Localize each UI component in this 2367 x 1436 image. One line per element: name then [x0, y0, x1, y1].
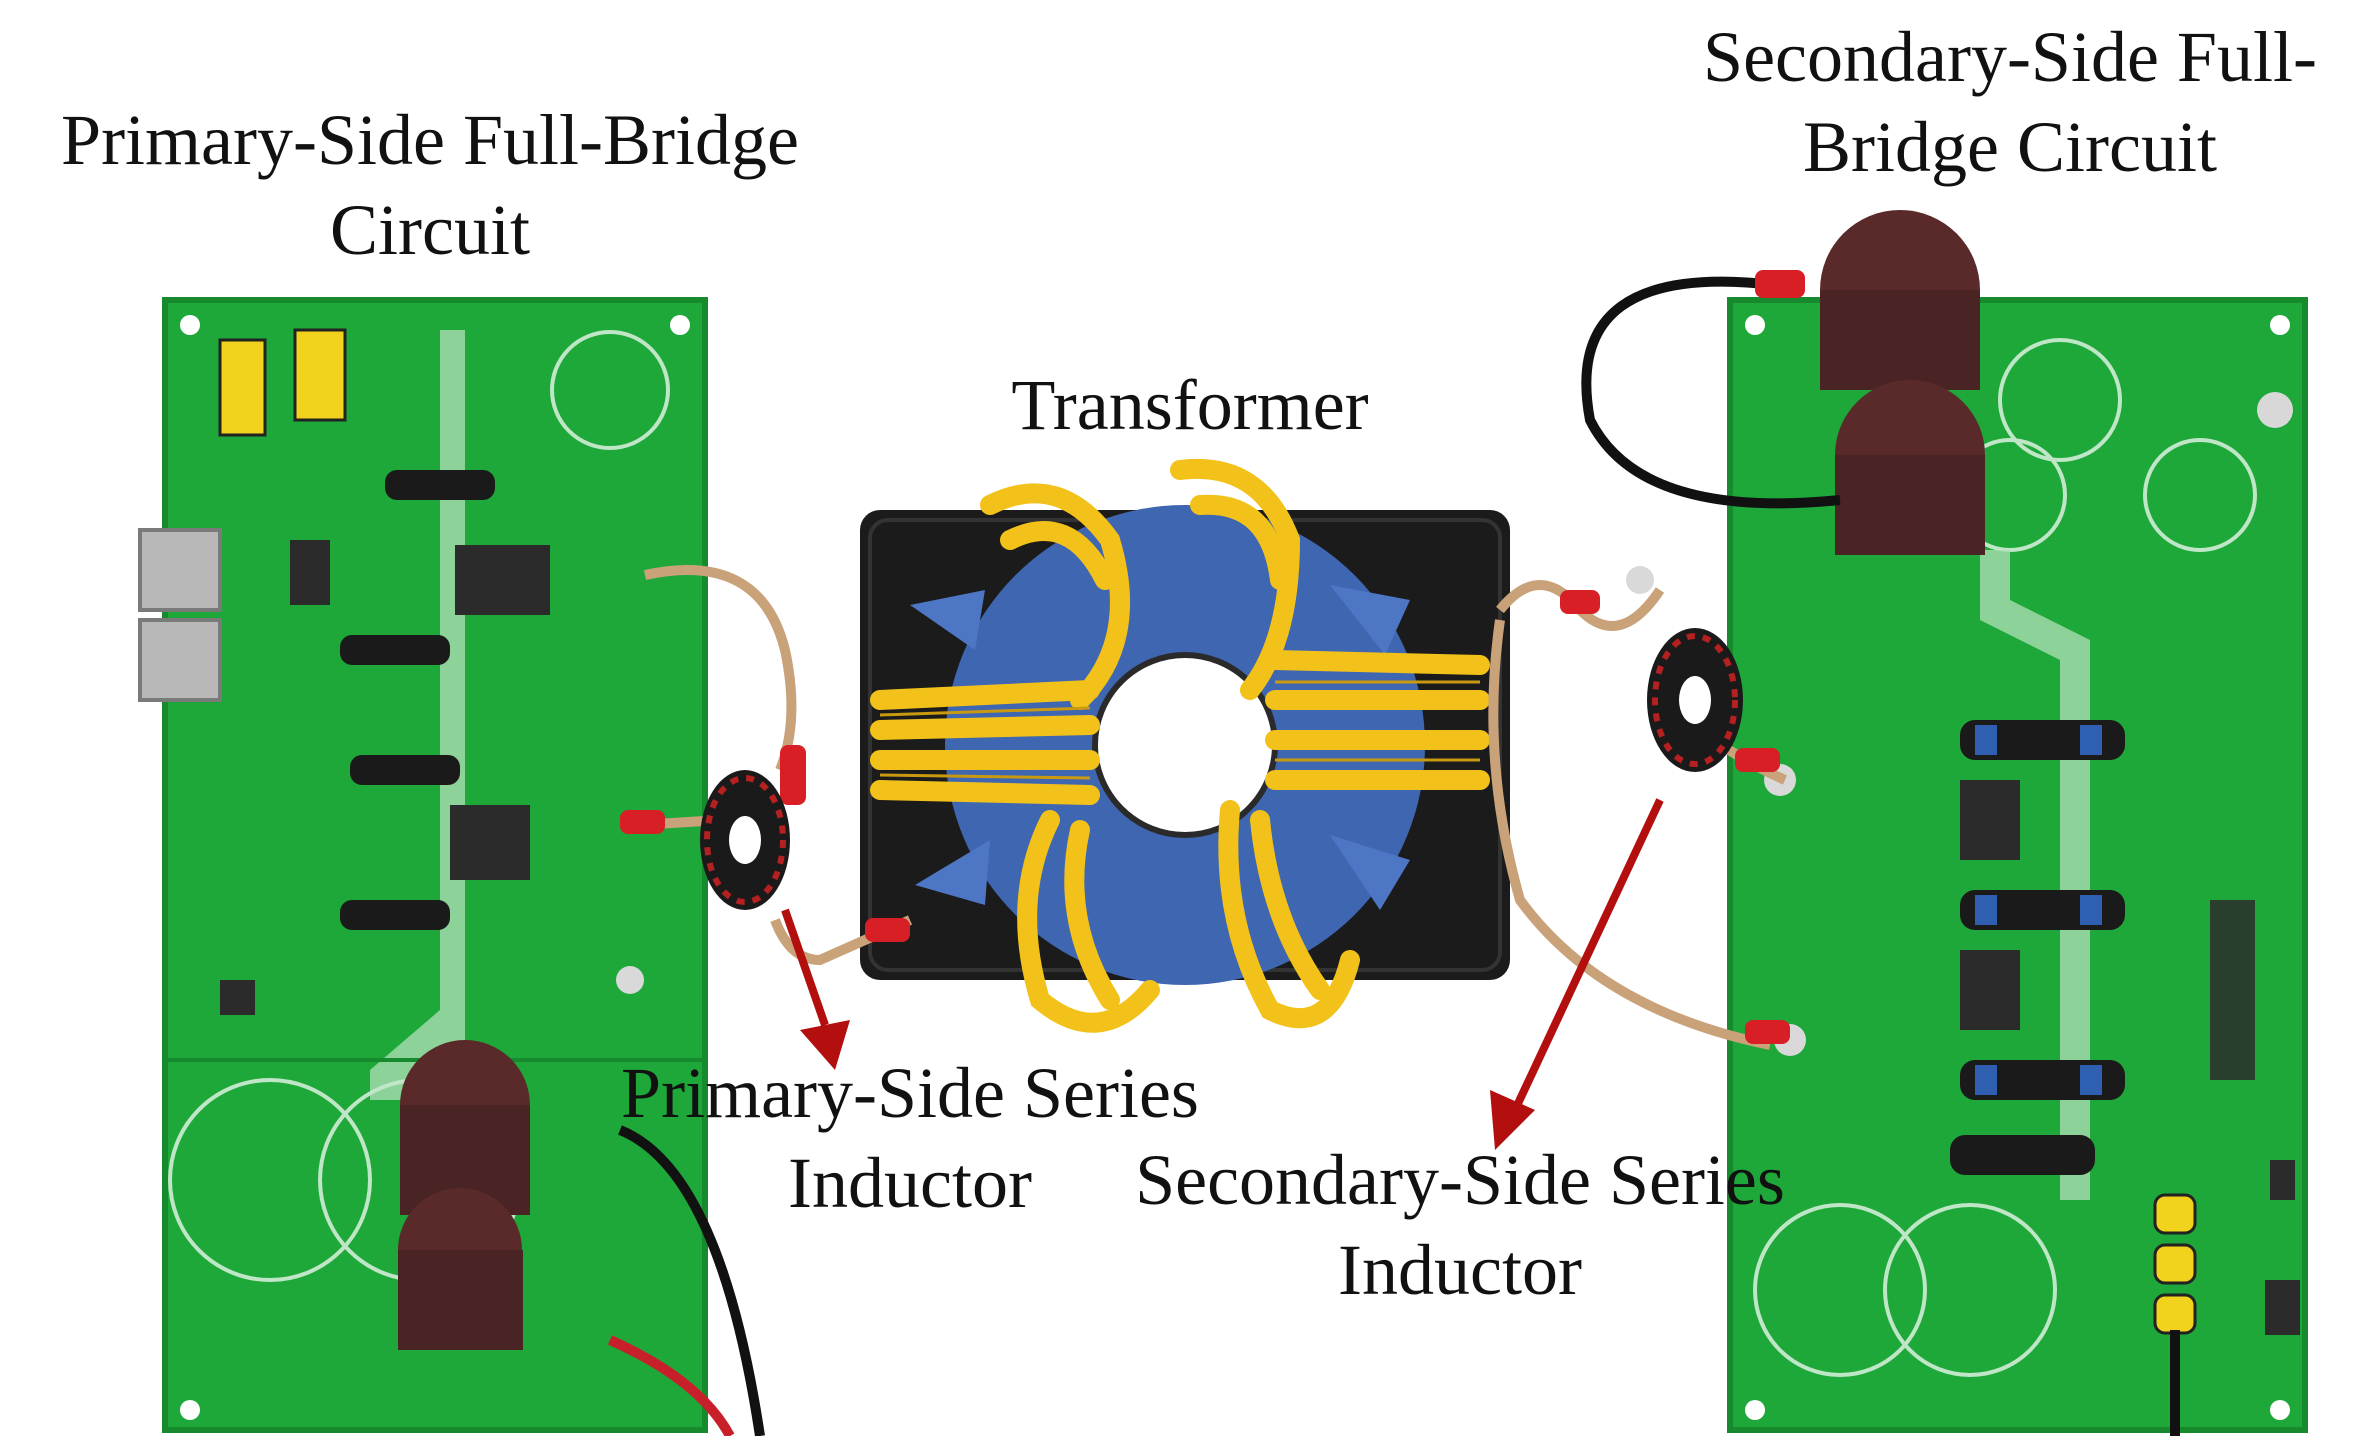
- primary-pcb: [138, 297, 765, 1436]
- transformer-label-line1: Transformer: [1011, 365, 1369, 445]
- transformer-core: [860, 458, 1510, 1033]
- secondary-inductor-toroid: [1488, 566, 1790, 1050]
- secondary-bridge-label: Secondary-Side Full- Bridge Circuit: [1650, 12, 2367, 192]
- primary-bridge-label-line2: Circuit: [330, 190, 530, 270]
- primary-inductor-toroid: [620, 565, 913, 966]
- primary-bridge-label: Primary-Side Full-Bridge Circuit: [0, 95, 860, 275]
- secondary-inductor-label-line1: Secondary-Side Series: [1135, 1140, 1785, 1220]
- primary-bridge-label-line1: Primary-Side Full-Bridge: [61, 100, 799, 180]
- primary-inductor-label-line2: Inductor: [788, 1143, 1032, 1223]
- arrow-secondary-inductor: [1490, 798, 1664, 1150]
- primary-inductor-label: Primary-Side Series Inductor: [560, 1048, 1260, 1228]
- secondary-inductor-label: Secondary-Side Series Inductor: [1080, 1135, 1840, 1315]
- transformer-label: Transformer: [930, 360, 1450, 450]
- primary-inductor-label-line1: Primary-Side Series: [621, 1053, 1199, 1133]
- secondary-inductor-label-line2: Inductor: [1338, 1230, 1582, 1310]
- arrow-primary-inductor: [781, 908, 850, 1070]
- secondary-bridge-label-line2: Bridge Circuit: [1803, 107, 2217, 187]
- secondary-bridge-label-line1: Secondary-Side Full-: [1703, 17, 2317, 97]
